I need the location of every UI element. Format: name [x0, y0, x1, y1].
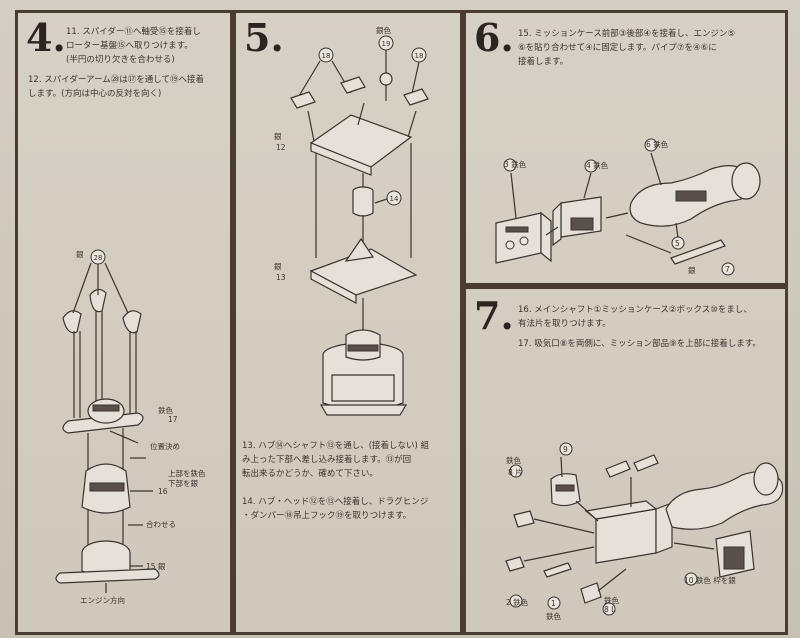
hub-head-12 — [309, 114, 413, 168]
engine-7 — [665, 470, 784, 530]
step-5-instruction-13: 13. ハブ⑭へシャフト⑬を通し、(接着しない) 組 み上った下部へ差し込み接着… — [242, 441, 430, 479]
step-5-label-silver-color: 銀色 — [376, 26, 391, 35]
step-4-instruction-11: 11. スパイダー⑪へ軸受⑮を接着し ローター基盤⑮へ取りつけます。 (半円の切… — [66, 27, 201, 65]
step-7-label-2: 2 鉄色 — [506, 598, 529, 607]
step-4-label-silver: 銀 — [76, 250, 84, 259]
step-7-label-8b-iron: 鉄色 — [604, 596, 619, 605]
step-5-label-silver-12: 銀 — [274, 132, 282, 141]
step-7-instruction-17: 17. 吸気口⑧を両側に、ミッション部品⑨を上部に接着します。 — [518, 339, 761, 349]
step-6-label-silver: 銀 — [688, 266, 696, 275]
step-6-label-7: 7 — [725, 265, 730, 274]
mission-case-front-3 — [495, 212, 542, 264]
step-5-instruction-14: 14. ハブ・ヘッド⑫を⑬へ接着し、ドラグヒンジ ・ダンパー⑱吊上フック⑲を取り… — [242, 497, 429, 521]
hub-14 — [352, 191, 374, 217]
step-6-label-3: 3 鉄色 — [504, 160, 527, 169]
step-7-label-8-color: 鉄色 — [506, 456, 521, 465]
step-6-label-5: 5 — [675, 239, 680, 248]
part-9 — [605, 460, 631, 478]
step-6-diagram — [495, 138, 761, 276]
pipe-7 — [670, 239, 726, 265]
step-4-number: 4. — [26, 15, 66, 60]
svg-text:14: 14 — [390, 195, 399, 203]
step-4-label-16: 16 — [158, 487, 168, 496]
step-4-instruction-12: 12. スパイダーアーム㉘は⑰を通して⑲へ接着 します。(方向は中心の反対を向く… — [28, 75, 205, 99]
step-6-panel: 6. 15. ミッションケース前部③後部④を接着し、エンジン⑤ ⑥を貼り合わせて… — [463, 10, 788, 286]
step-5-label-12: 12 — [276, 143, 286, 152]
step-5-label-silver-13: 銀 — [274, 262, 282, 271]
svg-text:19: 19 — [382, 40, 391, 48]
step-7-label-1-iron: 鉄色 — [546, 612, 561, 621]
step-4-label-engine-direction: エンジン方向 — [80, 596, 125, 605]
step-4-label-15: 15 銀 — [146, 562, 166, 571]
step-6-number: 6. — [474, 15, 514, 60]
step-5-label-13: 13 — [276, 273, 286, 282]
step-5-panel: 5. 18 19 18 — [233, 10, 463, 635]
step-4-label-align: 合わせる — [146, 520, 176, 529]
svg-text:18: 18 — [322, 52, 331, 60]
step-4-diagram: 28 — [55, 249, 160, 593]
step-7-instruction-16: 16. メインシャフト①ミッションケース②ボックス⑩をまし、 有法片を取りつけま… — [518, 305, 752, 329]
spider-arm-center — [89, 288, 107, 313]
step-7-number: 7. — [474, 293, 514, 338]
step-6-label-4: 4 鉄色 — [586, 161, 609, 170]
step-4-label-upper: 上部を鉄色 — [168, 469, 206, 478]
step-4-label-17-color: 鉄色 — [158, 406, 173, 415]
step-7-diagram — [505, 442, 784, 616]
step-4-label-lower: 下部を銀 — [168, 479, 198, 488]
callout-28: 28 — [94, 254, 103, 262]
step-5-diagram: 18 19 18 — [290, 35, 429, 416]
step-7-label-1: 1 — [551, 599, 556, 608]
spider-arm-left — [62, 310, 82, 334]
step-7-label-9: 9 — [563, 445, 568, 454]
step-7-label-8b: 8 L — [604, 605, 616, 614]
step-7-label-8: 8 片 — [508, 468, 523, 477]
step-4-label-17: 17 — [168, 415, 178, 424]
step-4-panel: 4. 11. スパイダー⑪へ軸受⑮を接着し ローター基盤⑮へ取りつけます。 (半… — [15, 10, 233, 635]
svg-text:18: 18 — [415, 52, 424, 60]
step-4-label-position: 位置決め — [150, 442, 180, 451]
step-7-panel: 7. 16. メインシャフト①ミッションケース②ボックス⑩をまし、 有法片を取り… — [463, 286, 788, 635]
step-5-number: 5. — [244, 15, 284, 60]
step-7-label-10: 10 鉄色 枠を銀 — [684, 576, 736, 585]
shaft-1 — [543, 562, 572, 578]
step-6-label-6: 6 鉄色 — [646, 140, 669, 149]
step-6-instruction-15: 15. ミッションケース前部③後部④を接着し、エンジン⑤ ⑥を貼り合わせて④に固… — [518, 29, 736, 67]
mission-case-rear-4 — [560, 196, 602, 238]
spider-arm-right — [122, 310, 142, 334]
